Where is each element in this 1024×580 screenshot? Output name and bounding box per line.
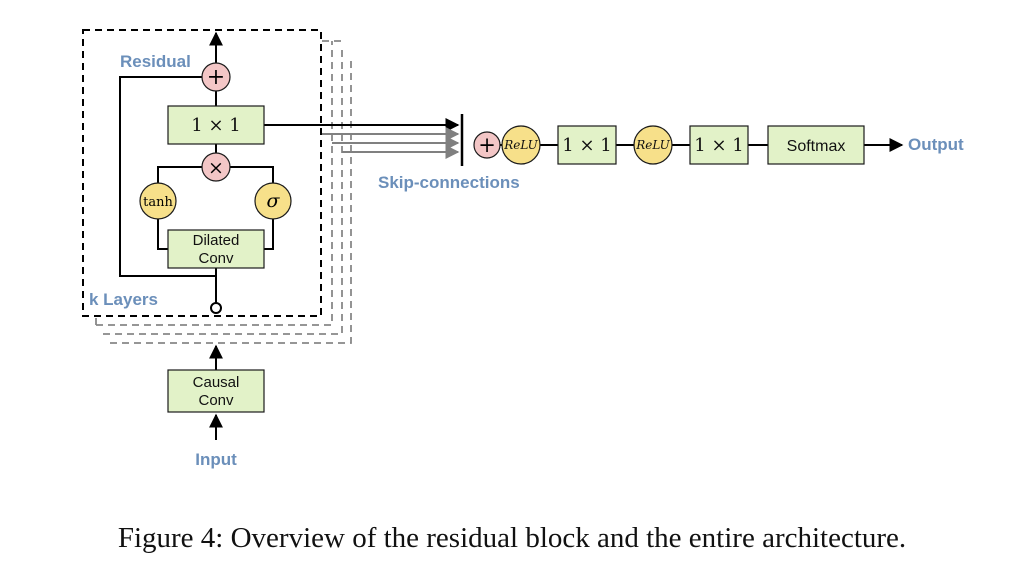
dilated-conv-block bbox=[167, 229, 265, 269]
add-residual-node bbox=[201, 62, 231, 92]
sigma-to-multiply bbox=[230, 166, 274, 183]
causal-conv-label-1: Causal bbox=[193, 374, 240, 391]
add-skip-symbol: + bbox=[478, 133, 496, 157]
conv1x1-residual-block bbox=[167, 105, 265, 145]
output-label: Output bbox=[908, 135, 964, 154]
sigma-activation bbox=[254, 182, 292, 220]
conv1x1-output-label-b: 1 × 1 bbox=[694, 135, 743, 156]
conv1x1-output-label-a: 1 × 1 bbox=[562, 135, 611, 156]
residual-label: Residual bbox=[120, 52, 191, 71]
input-label: Input bbox=[195, 450, 237, 469]
causal-conv-label-2: Conv bbox=[198, 392, 234, 409]
conv1x1-output-block-b bbox=[689, 125, 749, 165]
sigma-label: σ bbox=[267, 190, 281, 212]
residual-layer-frame bbox=[82, 29, 322, 317]
conv1x1-output-block-a bbox=[557, 125, 617, 165]
relu-label-2: ReLU bbox=[635, 138, 670, 152]
multiply-symbol: × bbox=[208, 157, 224, 179]
relu-label-1: ReLU bbox=[503, 138, 538, 152]
architecture-diagram: + 1 × 1 × tanh σ Dilated Conv Residual k… bbox=[82, 29, 964, 469]
k-layers-label: k Layers bbox=[89, 290, 158, 309]
multiply-node bbox=[201, 152, 231, 182]
skip-connections-label: Skip-connections bbox=[378, 173, 520, 192]
dilated-conv-label-1: Dilated bbox=[193, 232, 240, 249]
relu-activation-1 bbox=[501, 125, 541, 165]
softmax-block bbox=[767, 125, 865, 165]
relu-activation-2 bbox=[633, 125, 673, 165]
tanh-activation bbox=[139, 182, 177, 220]
residual-connection bbox=[119, 76, 216, 277]
dilated-conv-label-2: Conv bbox=[198, 250, 234, 267]
tanh-to-multiply bbox=[157, 166, 202, 183]
tanh-label: tanh bbox=[143, 195, 173, 210]
softmax-label: Softmax bbox=[787, 138, 846, 155]
figure-caption: Figure 4: Overview of the residual block… bbox=[117, 522, 907, 554]
causal-conv-block bbox=[167, 369, 265, 413]
add-skip-node bbox=[473, 131, 501, 159]
add-residual-symbol: + bbox=[207, 65, 225, 90]
layer-frame-back-1 bbox=[96, 41, 333, 326]
conv1x1-residual-label: 1 × 1 bbox=[191, 115, 240, 136]
input-junction-node bbox=[210, 302, 222, 314]
